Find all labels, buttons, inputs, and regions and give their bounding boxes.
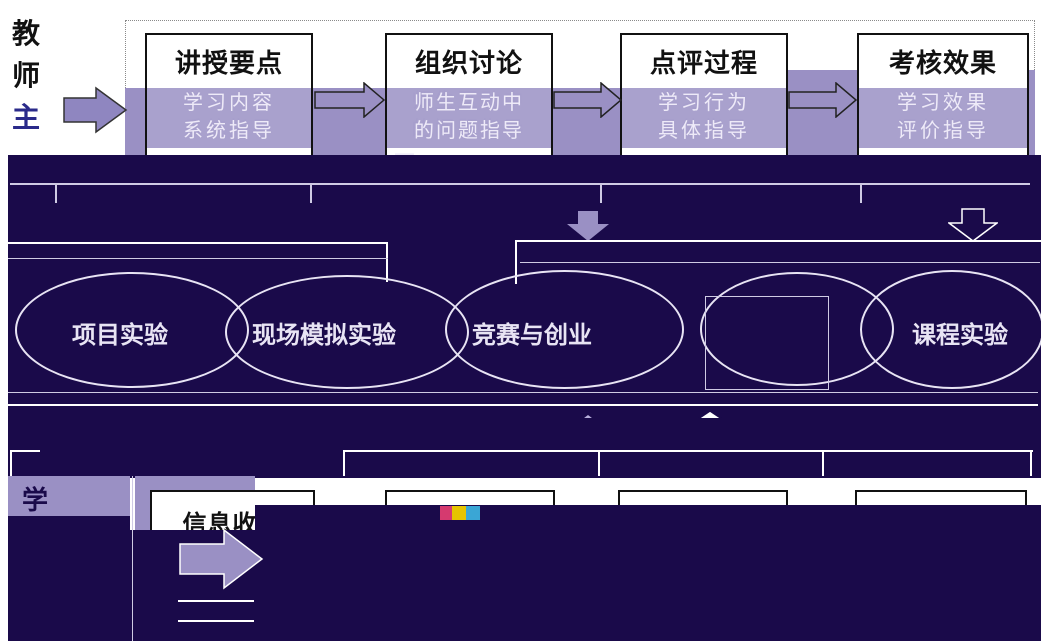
top-box-title: 点评过程 <box>649 49 758 79</box>
scan-line <box>8 404 1038 406</box>
teacher-label-1: 教 <box>12 17 41 50</box>
student-label-bg <box>8 476 130 516</box>
frame-line <box>386 242 388 282</box>
oval-blank <box>700 272 894 386</box>
teacher-label-2: 师 <box>12 59 41 92</box>
top-box-line: 学习效果 <box>897 90 989 114</box>
top-box-line: 的问题指导 <box>414 118 524 142</box>
scan-line <box>520 262 1040 263</box>
box-fill-1 <box>147 88 311 148</box>
box-fill-4 <box>859 88 1027 148</box>
connector-line <box>1030 450 1032 476</box>
scan-line <box>178 620 254 622</box>
scan-line <box>132 476 133 641</box>
connector-line <box>10 450 12 476</box>
student-label: 学 <box>22 486 49 516</box>
glitch-block <box>452 506 466 520</box>
connector-line <box>10 450 40 452</box>
band-gap <box>8 155 125 185</box>
connector-line <box>343 450 1033 452</box>
connector-line <box>822 450 824 476</box>
oval-label: 项目实验 <box>72 321 168 349</box>
top-box-line: 评价指导 <box>897 118 989 142</box>
connector-line <box>598 450 600 476</box>
connector-line <box>10 183 1030 185</box>
arrow-right-icon <box>314 82 386 118</box>
oval-competition <box>445 270 684 389</box>
dark-band-lower <box>8 418 1041 478</box>
dark-band-top <box>8 155 1041 255</box>
oval-label: 课程实验 <box>912 321 1008 349</box>
connector-line <box>343 450 345 476</box>
connector-line <box>55 183 57 203</box>
connector-line <box>860 183 862 203</box>
scan-line <box>178 600 254 602</box>
blank-panel <box>705 296 829 390</box>
connector-line <box>310 183 312 203</box>
teacher-label-3: 主 <box>12 101 41 134</box>
top-box-line: 系统指导 <box>183 118 275 142</box>
top-box-line: 学习行为 <box>658 90 750 114</box>
top-box-line: 师生互动中 <box>414 90 524 114</box>
scan-line <box>8 258 388 259</box>
oval-label: 竞赛与创业 <box>472 321 592 349</box>
scan-line <box>8 392 1038 393</box>
arrow-right-icon <box>553 82 623 118</box>
top-box-title: 组织讨论 <box>414 49 523 79</box>
top-box-line: 具体指导 <box>658 118 750 142</box>
oval-label: 现场模拟实验 <box>252 321 396 349</box>
arrow-down-icon <box>567 211 609 241</box>
frame-line <box>8 242 388 244</box>
dark-band-bottom <box>255 505 1041 641</box>
glitch-block <box>440 506 452 520</box>
student-arrow-icon <box>179 528 264 590</box>
glitch-block <box>466 506 480 520</box>
top-box-title: 讲授要点 <box>174 49 283 79</box>
arrow-down-icon <box>948 208 998 242</box>
entry-arrow-icon <box>63 86 128 134</box>
arrow-right-icon <box>788 82 858 118</box>
top-box-line: 学习内容 <box>183 90 275 114</box>
frame-line <box>515 240 1041 242</box>
box-fill-3 <box>622 88 786 148</box>
connector-line <box>600 183 602 203</box>
frame-line <box>515 240 517 284</box>
top-box-title: 考核效果 <box>888 49 997 79</box>
box-fill-2 <box>387 88 551 148</box>
